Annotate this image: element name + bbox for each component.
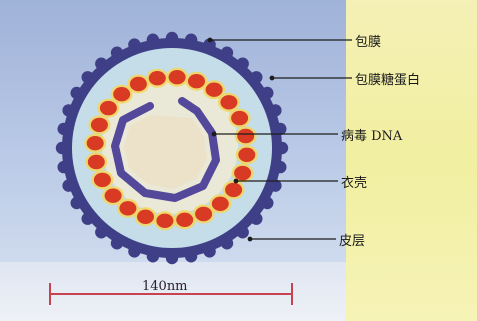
capsomer: [149, 71, 166, 85]
capsomer: [188, 74, 205, 88]
leader-dot-envelope: [208, 38, 212, 42]
capsomer: [87, 136, 104, 150]
capsomer: [206, 83, 223, 97]
capsomer: [195, 207, 212, 221]
capsomer: [231, 111, 248, 125]
leader-dot-tegument: [248, 237, 252, 241]
capsomer: [176, 213, 193, 227]
capsomer: [119, 201, 136, 215]
capsomer: [94, 173, 111, 187]
capsomer: [234, 166, 251, 180]
capsomer: [137, 210, 154, 224]
capsomer: [212, 197, 229, 211]
capsomer: [238, 148, 255, 162]
capsomer: [220, 95, 237, 109]
capsomer: [130, 77, 147, 91]
leader-dot-dna: [212, 132, 216, 136]
scale-label: 140nm: [142, 279, 188, 294]
label-envelope-glycoprotein: 包膜糖蛋白: [355, 69, 420, 88]
capsomer: [156, 214, 173, 228]
leader-dot-capsid: [234, 179, 238, 183]
capsomer: [91, 118, 108, 132]
capsomer: [169, 70, 186, 84]
leader-dot-glycoprotein: [270, 76, 274, 80]
capsomer: [105, 189, 122, 203]
label-tegument: 皮层: [339, 230, 365, 249]
label-envelope: 包膜: [355, 31, 381, 50]
label-capsid: 衣壳: [341, 172, 367, 191]
capsomer: [100, 101, 117, 115]
label-viral-dna: 病毒 DNA: [341, 125, 402, 144]
capsomer: [113, 87, 130, 101]
capsomer: [88, 155, 105, 169]
capsomer: [225, 183, 242, 197]
capsomer: [237, 129, 254, 143]
